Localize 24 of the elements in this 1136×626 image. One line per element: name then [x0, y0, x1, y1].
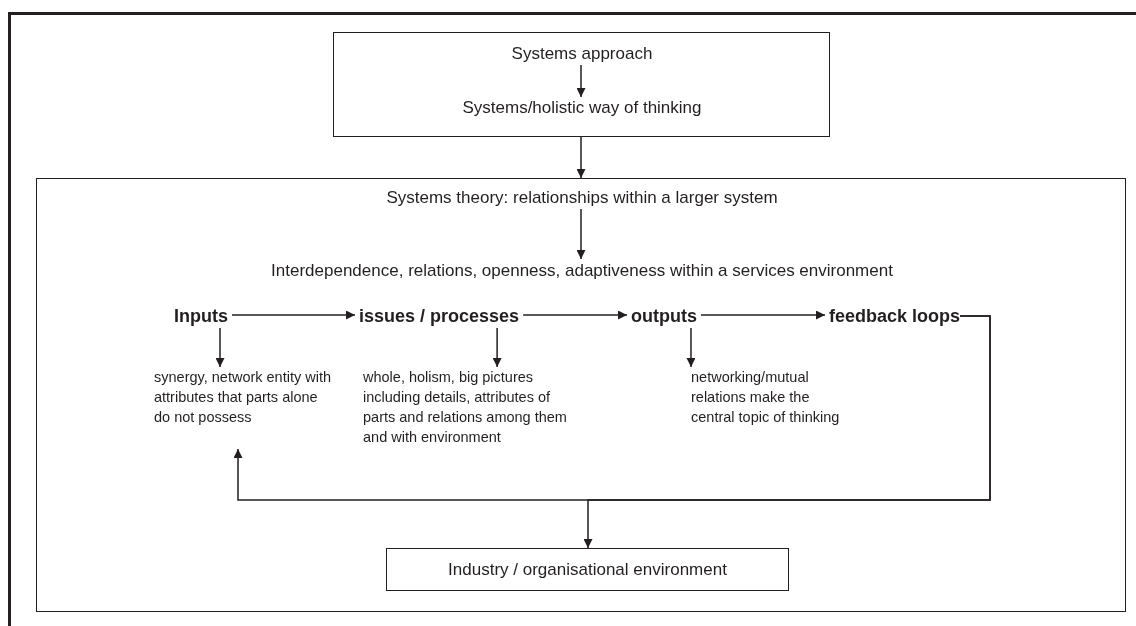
arrow: [686, 327, 696, 368]
arrow: [231, 310, 356, 320]
text-label: Inputs: [174, 304, 228, 328]
process-box: Industry / organisational environment: [386, 548, 789, 591]
text-label: synergy, network entity with attributes that parts alone do not possess: [154, 367, 332, 449]
text-label: Systems/holistic way of thinking: [422, 97, 742, 119]
text-label: Interdependence, relations, openness, adaptiveness within a services environment: [132, 259, 1032, 283]
frame-box: [36, 178, 1126, 612]
arrow: [583, 315, 991, 549]
arrow: [215, 327, 225, 368]
text-label: outputs: [631, 304, 697, 328]
text-label: feedback loops: [829, 304, 961, 328]
text-label: whole, holism, big pictures including details, attributes of parts and relations among them and with environment: [363, 367, 585, 469]
arrow: [492, 327, 502, 368]
text-label: Systems theory: relationships within a larger system: [282, 187, 882, 209]
text-label: Systems approach: [462, 43, 702, 65]
text-label: networking/mutual relations make the central topic of thinking: [691, 367, 851, 449]
arrow: [576, 208, 586, 260]
arrow: [576, 64, 586, 98]
frame-box: [333, 32, 830, 137]
arrow: [700, 310, 826, 320]
text-label: issues / processes: [359, 304, 520, 328]
arrow: [576, 136, 586, 179]
arrow: [522, 310, 628, 320]
